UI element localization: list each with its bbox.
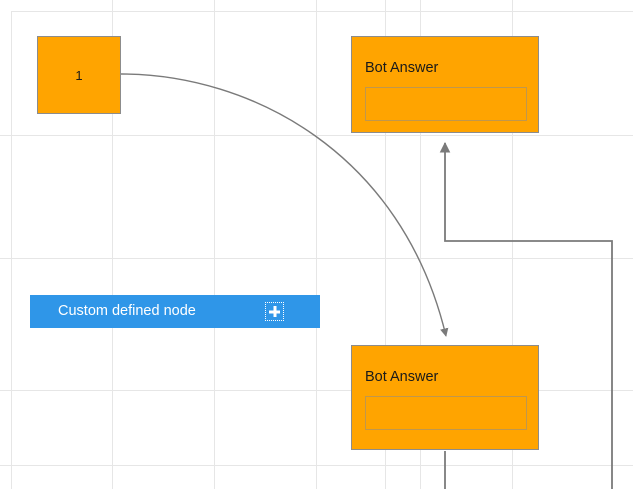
custom-defined-node-chip[interactable]: Custom defined node xyxy=(30,295,320,328)
bot-answer-top-title: Bot Answer xyxy=(365,60,439,76)
bot-answer-bottom-slot[interactable] xyxy=(365,396,527,430)
bot-answer-top-slot[interactable] xyxy=(365,87,527,121)
node-1[interactable]: 1 xyxy=(37,36,121,114)
bot-answer-node-top[interactable]: Bot Answer xyxy=(351,36,539,133)
node-1-label: 1 xyxy=(75,67,83,83)
plus-icon[interactable] xyxy=(265,302,284,321)
bot-answer-bottom-title: Bot Answer xyxy=(365,369,439,385)
bot-answer-node-bottom[interactable]: Bot Answer xyxy=(351,345,539,450)
custom-defined-node-label: Custom defined node xyxy=(58,303,196,320)
